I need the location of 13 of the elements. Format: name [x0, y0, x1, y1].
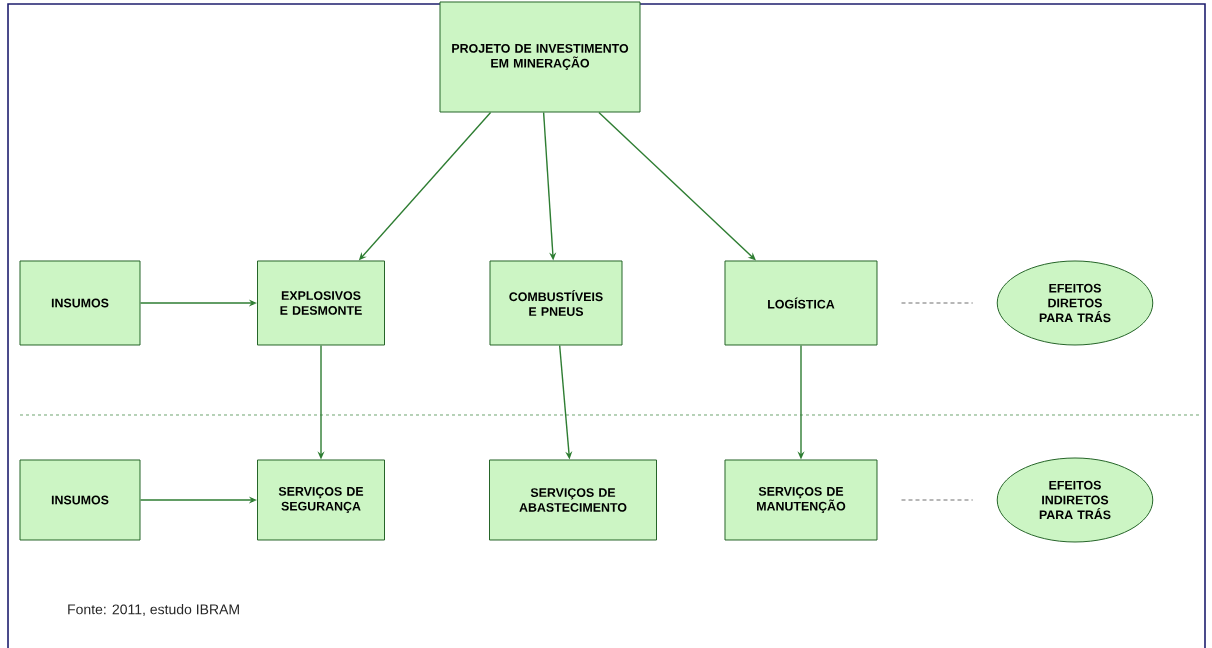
process-box: EXPLOSIVOS E DESMONTE [257, 260, 385, 346]
process-box: PROJETO DE INVESTIMENTO EM MINERAÇÃO [439, 1, 641, 113]
connector-line [900, 302, 974, 304]
connector-line [900, 499, 974, 501]
process-box: INSUMOS [19, 459, 141, 541]
process-box: LOGÍSTICA [724, 260, 878, 346]
caption: Fonte: 2011, estudo IBRAM [68, 604, 239, 616]
process-box: SERVIÇOS DE MANUTENÇÃO [724, 459, 878, 541]
process-box: SERVIÇOS DE ABASTECIMENTO [489, 459, 657, 541]
process-box: COMBUSTÍVEIS E PNEUS [489, 260, 623, 346]
process-box: SERVIÇOS DE SEGURANÇA [257, 459, 385, 541]
process-box: INSUMOS [19, 260, 141, 346]
arrow [598, 111, 756, 261]
